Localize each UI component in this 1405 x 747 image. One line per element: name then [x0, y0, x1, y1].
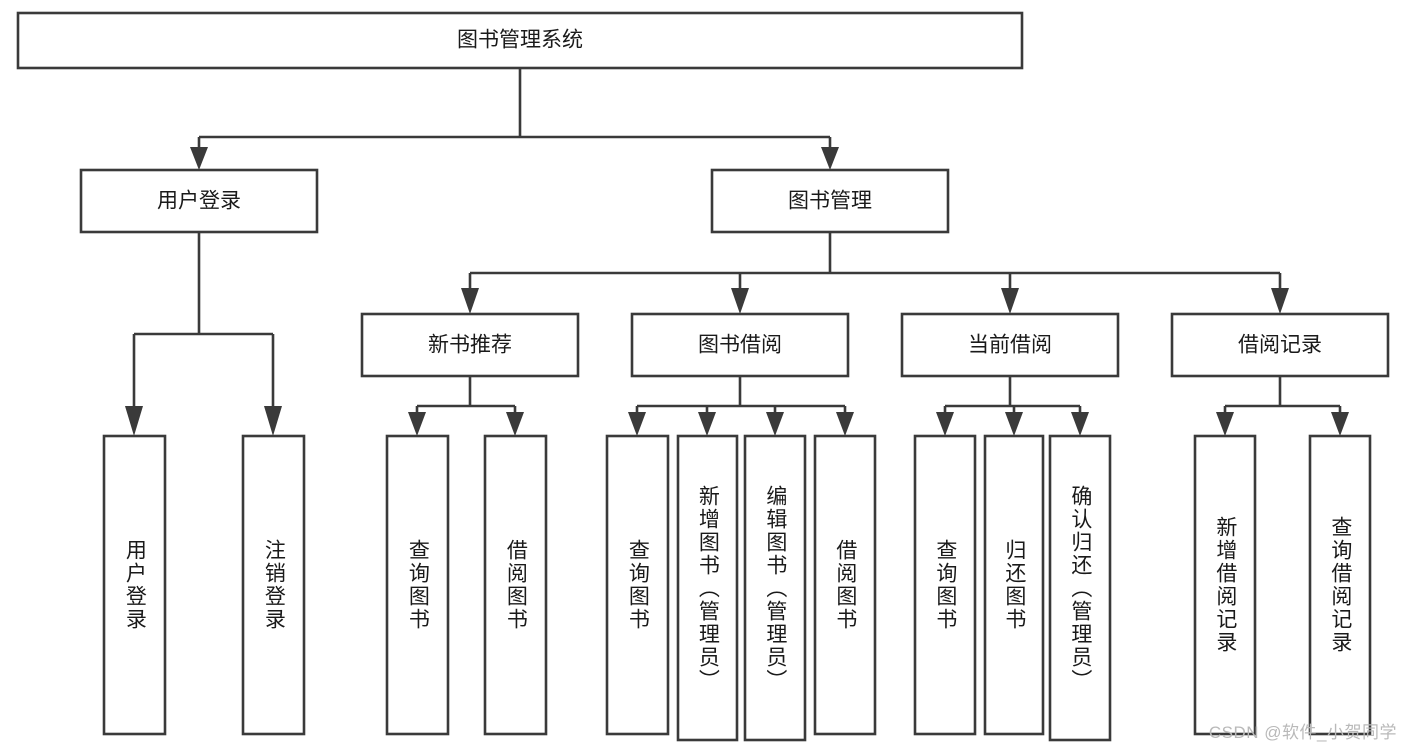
node-book-borrow[interactable]: 图书借阅 [630, 312, 850, 378]
node-book-management-box[interactable] [710, 168, 950, 234]
arrowhead-current [1001, 288, 1019, 314]
connector-group-record [1216, 376, 1349, 436]
leaf-box-query-book-2[interactable] [605, 434, 670, 736]
arrowhead-leaf-logout [264, 406, 282, 436]
leaf-box-edit-book[interactable] [743, 434, 807, 742]
leaf-box-borrow-book-1[interactable] [483, 434, 548, 736]
node-book-borrow-label: 图书借阅 [698, 334, 782, 357]
node-root[interactable]: 图书管理系统 [16, 11, 1024, 70]
connector-group-current [936, 376, 1089, 436]
node-new-book-recommend-label: 新书推荐 [428, 334, 512, 357]
leaf-box-add-record[interactable] [1193, 434, 1257, 736]
connector-group-root [190, 68, 839, 170]
node-borrow-record[interactable]: 借阅记录 [1170, 312, 1390, 378]
node-book-management-label: 图书管理 [788, 190, 872, 213]
arrowhead-newbook-leaf-1 [408, 412, 426, 436]
arrowhead-current-leaf-2 [1005, 412, 1023, 436]
node-root-box[interactable] [16, 11, 1024, 70]
leaf-box-logout[interactable] [241, 434, 306, 736]
node-new-book-recommend-box[interactable] [360, 312, 580, 378]
node-user-login-box[interactable] [79, 168, 319, 234]
arrowhead-borrow-leaf-4 [836, 412, 854, 436]
node-book-borrow-box[interactable] [630, 312, 850, 378]
connector-group-book-mgmt [461, 232, 1289, 314]
leaf-box-add-book[interactable] [676, 434, 739, 742]
node-current-borrow-label: 当前借阅 [968, 334, 1052, 357]
arrowhead-user-login [190, 147, 208, 170]
arrowhead-record-leaf-2 [1331, 412, 1349, 436]
node-root-label: 图书管理系统 [457, 29, 583, 52]
leaf-box-query-book-1[interactable] [385, 434, 450, 736]
node-current-borrow-box[interactable] [900, 312, 1120, 378]
connector-group-user-login [125, 232, 282, 436]
node-borrow-record-box[interactable] [1170, 312, 1390, 378]
connector-group-borrow [628, 376, 854, 436]
arrowhead-borrow-leaf-3 [766, 412, 784, 436]
leaf-box-confirm-return[interactable] [1048, 434, 1112, 742]
arrowhead-borrow-leaf-1 [628, 412, 646, 436]
arrowhead-record [1271, 288, 1289, 314]
watermark: CSDN @软件_小贺同学 [1208, 723, 1397, 742]
arrowhead-record-leaf-1 [1216, 412, 1234, 436]
leaf-node-boxes [102, 434, 1372, 742]
arrowhead-borrow [731, 288, 749, 314]
leaf-box-return-book[interactable] [983, 434, 1045, 736]
arrowhead-current-leaf-3 [1071, 412, 1089, 436]
arrowhead-newbook-leaf-2 [506, 412, 524, 436]
leaf-box-borrow-book-2[interactable] [813, 434, 877, 736]
leaf-box-query-book-3[interactable] [913, 434, 977, 736]
arrowhead-leaf-user-login [125, 406, 143, 436]
arrowhead-newbook [461, 288, 479, 314]
arrowhead-book-mgmt [821, 147, 839, 170]
node-book-management[interactable]: 图书管理 [710, 168, 950, 234]
node-user-login-label: 用户登录 [157, 190, 241, 213]
arrowhead-borrow-leaf-2 [698, 412, 716, 436]
node-current-borrow[interactable]: 当前借阅 [900, 312, 1120, 378]
connector-group-newbook [408, 376, 524, 436]
arrowhead-current-leaf-1 [936, 412, 954, 436]
leaf-box-query-record[interactable] [1308, 434, 1372, 736]
node-borrow-record-label: 借阅记录 [1238, 334, 1322, 357]
node-user-login[interactable]: 用户登录 [79, 168, 319, 234]
node-new-book-recommend[interactable]: 新书推荐 [360, 312, 580, 378]
leaf-box-user-login[interactable] [102, 434, 167, 736]
